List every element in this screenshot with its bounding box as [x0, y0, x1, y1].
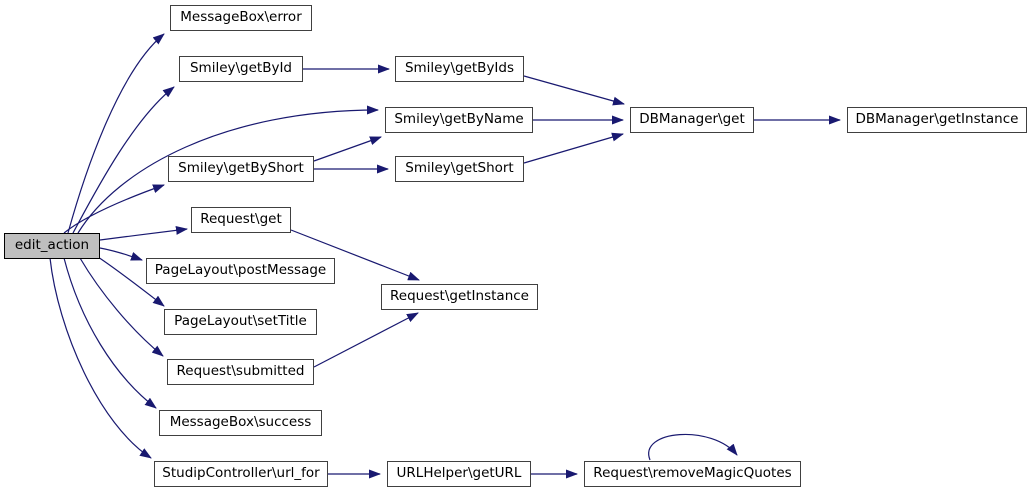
edge-smiley-getbyshort-to-smiley-getbyname — [313, 136, 382, 162]
node-label-request-removemagicquotes: Request\removeMagicQuotes — [593, 465, 792, 482]
edge-request-removemagicquotes-to-request-removemagicquotes — [648, 433, 738, 461]
node-label-request-getinstance: Request\getInstance — [390, 288, 529, 305]
node-label-request-get: Request\get — [200, 211, 282, 228]
node-dbmanager-getinstance[interactable]: DBManager\getInstance — [847, 107, 1027, 133]
edge-edit-action-to-pagelayout-settitle — [97, 256, 165, 307]
node-smiley-getbyids[interactable]: Smiley\getByIds — [395, 56, 524, 82]
edge-edit-action-to-studipcontroller-url-for — [49, 257, 152, 459]
node-studipcontroller-url-for[interactable]: StudipController\url_for — [154, 461, 328, 487]
node-label-pagelayout-settitle: PageLayout\setTitle — [174, 313, 307, 330]
node-dbmanager-get[interactable]: DBManager\get — [630, 107, 754, 133]
node-label-smiley-getbyname: Smiley\getByName — [394, 111, 524, 128]
node-smiley-getbyname[interactable]: Smiley\getByName — [385, 107, 533, 133]
node-edit-action: edit_action — [4, 233, 100, 259]
node-label-messagebox-error: MessageBox\error — [180, 9, 302, 26]
node-messagebox-error[interactable]: MessageBox\error — [170, 5, 312, 31]
node-pagelayout-settitle[interactable]: PageLayout\setTitle — [164, 309, 317, 335]
node-label-smiley-getbyids: Smiley\getByIds — [404, 60, 515, 77]
node-messagebox-success[interactable]: MessageBox\success — [159, 410, 322, 436]
node-smiley-getbyshort[interactable]: Smiley\getByShort — [168, 156, 314, 182]
edge-edit-action-to-messagebox-error — [67, 33, 165, 234]
edge-edit-action-to-request-get — [99, 225, 188, 241]
node-label-pagelayout-postmessage: PageLayout\postMessage — [154, 262, 327, 279]
node-label-urlhelper-geturl: URLHelper\getURL — [396, 465, 522, 482]
edge-edit-action-to-smiley-getbyshort — [63, 184, 165, 234]
edge-request-submitted-to-request-getinstance — [313, 312, 419, 368]
edge-smiley-getbyids-to-dbmanager-get — [523, 75, 625, 106]
edge-smiley-getshort-to-dbmanager-get — [523, 132, 624, 164]
edge-edit-action-to-smiley-getbyid — [72, 86, 175, 234]
edge-request-get-to-request-getinstance — [290, 229, 420, 281]
edge-edit-action-to-smiley-getbyname — [77, 105, 379, 234]
node-request-get[interactable]: Request\get — [191, 207, 291, 233]
edges-group — [49, 33, 841, 479]
node-label-messagebox-success: MessageBox\success — [169, 414, 312, 431]
node-label-request-submitted: Request\submitted — [176, 363, 305, 380]
node-label-dbmanager-get: DBManager\get — [639, 111, 745, 128]
node-label-edit-action: edit_action — [14, 237, 90, 254]
edge-edit-action-to-messagebox-success — [63, 257, 157, 409]
node-request-removemagicquotes[interactable]: Request\removeMagicQuotes — [584, 461, 801, 487]
node-request-getinstance[interactable]: Request\getInstance — [381, 284, 538, 310]
node-urlhelper-geturl[interactable]: URLHelper\getURL — [387, 461, 531, 487]
node-label-smiley-getshort: Smiley\getShort — [405, 160, 514, 177]
node-request-submitted[interactable]: Request\submitted — [167, 359, 314, 385]
node-pagelayout-postmessage[interactable]: PageLayout\postMessage — [146, 258, 335, 284]
node-label-studipcontroller-url-for: StudipController\url_for — [162, 465, 320, 482]
node-smiley-getshort[interactable]: Smiley\getShort — [395, 156, 524, 182]
edge-edit-action-to-pagelayout-postmessage — [99, 247, 143, 261]
node-label-dbmanager-getinstance: DBManager\getInstance — [855, 111, 1019, 128]
node-smiley-getbyid[interactable]: Smiley\getById — [179, 56, 303, 82]
node-label-smiley-getbyid: Smiley\getById — [189, 60, 293, 77]
edge-edit-action-to-request-submitted — [79, 257, 164, 357]
node-label-smiley-getbyshort: Smiley\getByShort — [178, 160, 304, 177]
